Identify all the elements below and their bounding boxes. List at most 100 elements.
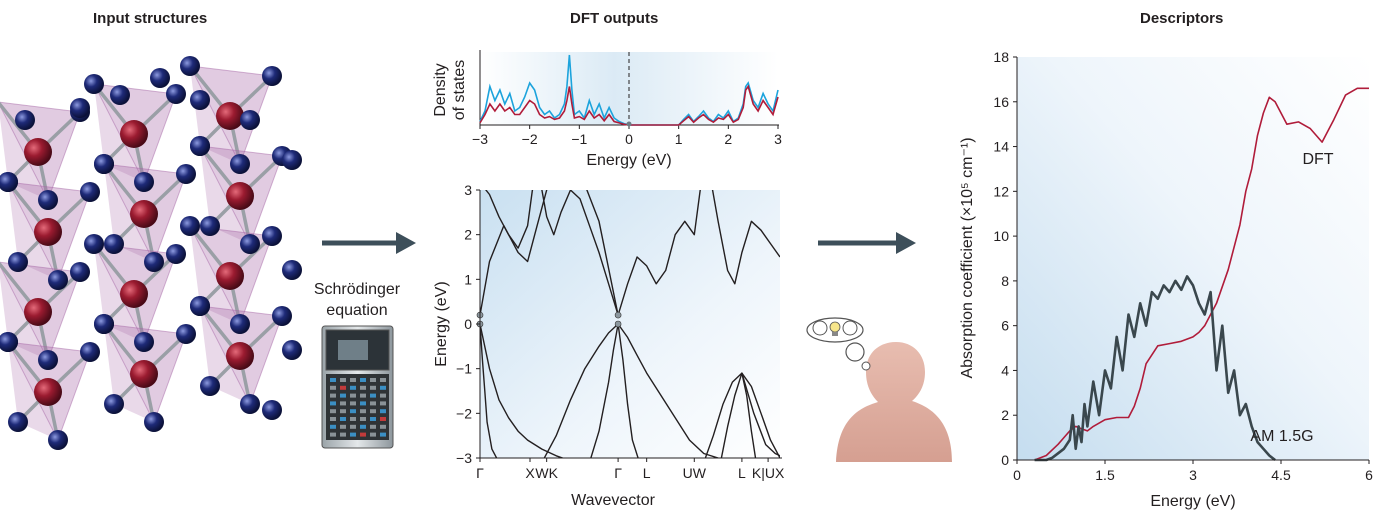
server-led	[370, 393, 376, 398]
server-led	[330, 409, 336, 414]
server-led	[340, 401, 346, 406]
red-atom	[120, 120, 148, 148]
blue-atom	[104, 394, 124, 414]
server-led	[360, 385, 366, 390]
band-ytick-label: 0	[464, 316, 472, 332]
abs-ytick-label: 0	[1001, 452, 1009, 468]
blue-atom	[282, 340, 302, 360]
blue-atom	[200, 216, 220, 236]
server-led	[370, 424, 376, 429]
light-bulb-icon	[829, 321, 841, 336]
blue-atom	[240, 234, 260, 254]
blue-atom	[180, 216, 200, 236]
red-atom	[24, 138, 52, 166]
blue-atom	[144, 252, 164, 272]
abs-ylabel: Absorption coefficient (×10⁵ cm⁻¹)	[959, 137, 976, 378]
input-structures-title: Input structures	[93, 10, 208, 27]
blue-atom	[70, 262, 90, 282]
server-led	[330, 424, 336, 429]
dos-xtick-label: 1	[675, 131, 683, 147]
dos-xtick-label: 3	[774, 131, 782, 147]
band-line	[741, 372, 780, 457]
blue-atom	[94, 314, 114, 334]
blue-atom	[38, 350, 58, 370]
blue-atom	[48, 430, 68, 450]
band-xlabel: Wavevector	[571, 492, 656, 509]
server-led	[370, 432, 376, 437]
dft-outputs-title: DFT outputs	[570, 10, 659, 27]
band-xtick-label: WK	[535, 465, 558, 481]
server-led	[370, 409, 376, 414]
server-led	[340, 393, 346, 398]
abs-xtick-label: 3	[1189, 467, 1197, 483]
server-led	[340, 424, 346, 429]
blue-atom	[176, 164, 196, 184]
server-led	[360, 378, 366, 382]
band-xtick-label: UW	[683, 465, 707, 481]
blue-atom	[190, 136, 210, 156]
abs-ytick-label: 18	[993, 49, 1009, 65]
blue-atom	[262, 400, 282, 420]
red-atom	[120, 280, 148, 308]
dos-xtick-label: 2	[724, 131, 732, 147]
crystal-structure	[0, 56, 302, 450]
blue-atom	[240, 394, 260, 414]
dos-xtick-label: −3	[472, 131, 488, 147]
server-led	[340, 378, 346, 382]
red-atom	[130, 200, 158, 228]
abs-ytick-label: 14	[993, 139, 1009, 155]
server-led	[370, 417, 376, 421]
abs-ytick-label: 6	[1001, 318, 1009, 334]
server-led	[330, 385, 336, 390]
band-ytick-label: −1	[456, 361, 472, 377]
dft-series-label: DFT	[1302, 151, 1333, 168]
blue-atom	[190, 90, 210, 110]
blue-atom	[230, 154, 250, 174]
server-led	[380, 401, 386, 406]
band-line	[590, 323, 619, 458]
blue-atom	[110, 85, 130, 105]
server-computer-icon	[321, 325, 394, 449]
server-led	[330, 417, 336, 421]
band-ytick-label: 3	[464, 182, 472, 198]
band-line	[711, 190, 780, 285]
dos-series-red	[479, 84, 779, 126]
blue-atom	[144, 412, 164, 432]
band-line	[480, 323, 565, 458]
blue-atom	[80, 342, 100, 362]
server-led	[380, 424, 386, 429]
red-atom	[216, 102, 244, 130]
abs-ytick-label: 10	[993, 228, 1009, 244]
server-led	[370, 378, 376, 382]
dos-xtick-label: −2	[522, 131, 538, 147]
band-line	[485, 190, 534, 249]
abs-xtick-label: 0	[1013, 467, 1021, 483]
server-led	[380, 378, 386, 382]
server-led	[350, 417, 356, 421]
server-led	[370, 401, 376, 406]
server-led	[360, 409, 366, 414]
blue-atom	[282, 260, 302, 280]
blue-atom	[0, 172, 18, 192]
dos-xlabel: Energy (eV)	[586, 152, 671, 169]
band-ytick-label: −3	[456, 450, 472, 466]
server-led	[360, 432, 366, 437]
blue-atom	[8, 252, 28, 272]
server-led	[330, 393, 336, 398]
band-xtick-label: X	[525, 465, 535, 481]
server-led	[340, 409, 346, 414]
thinking-person-icon	[806, 317, 952, 462]
abs-ytick-label: 2	[1001, 407, 1009, 423]
abs-xlabel: Energy (eV)	[1150, 493, 1235, 510]
server-led	[330, 378, 336, 382]
server-led	[330, 432, 336, 437]
server-led	[340, 432, 346, 437]
server-led	[350, 378, 356, 382]
dos-ylabel-line1: Density	[432, 63, 449, 116]
server-led	[340, 385, 346, 390]
blue-atom	[176, 324, 196, 344]
